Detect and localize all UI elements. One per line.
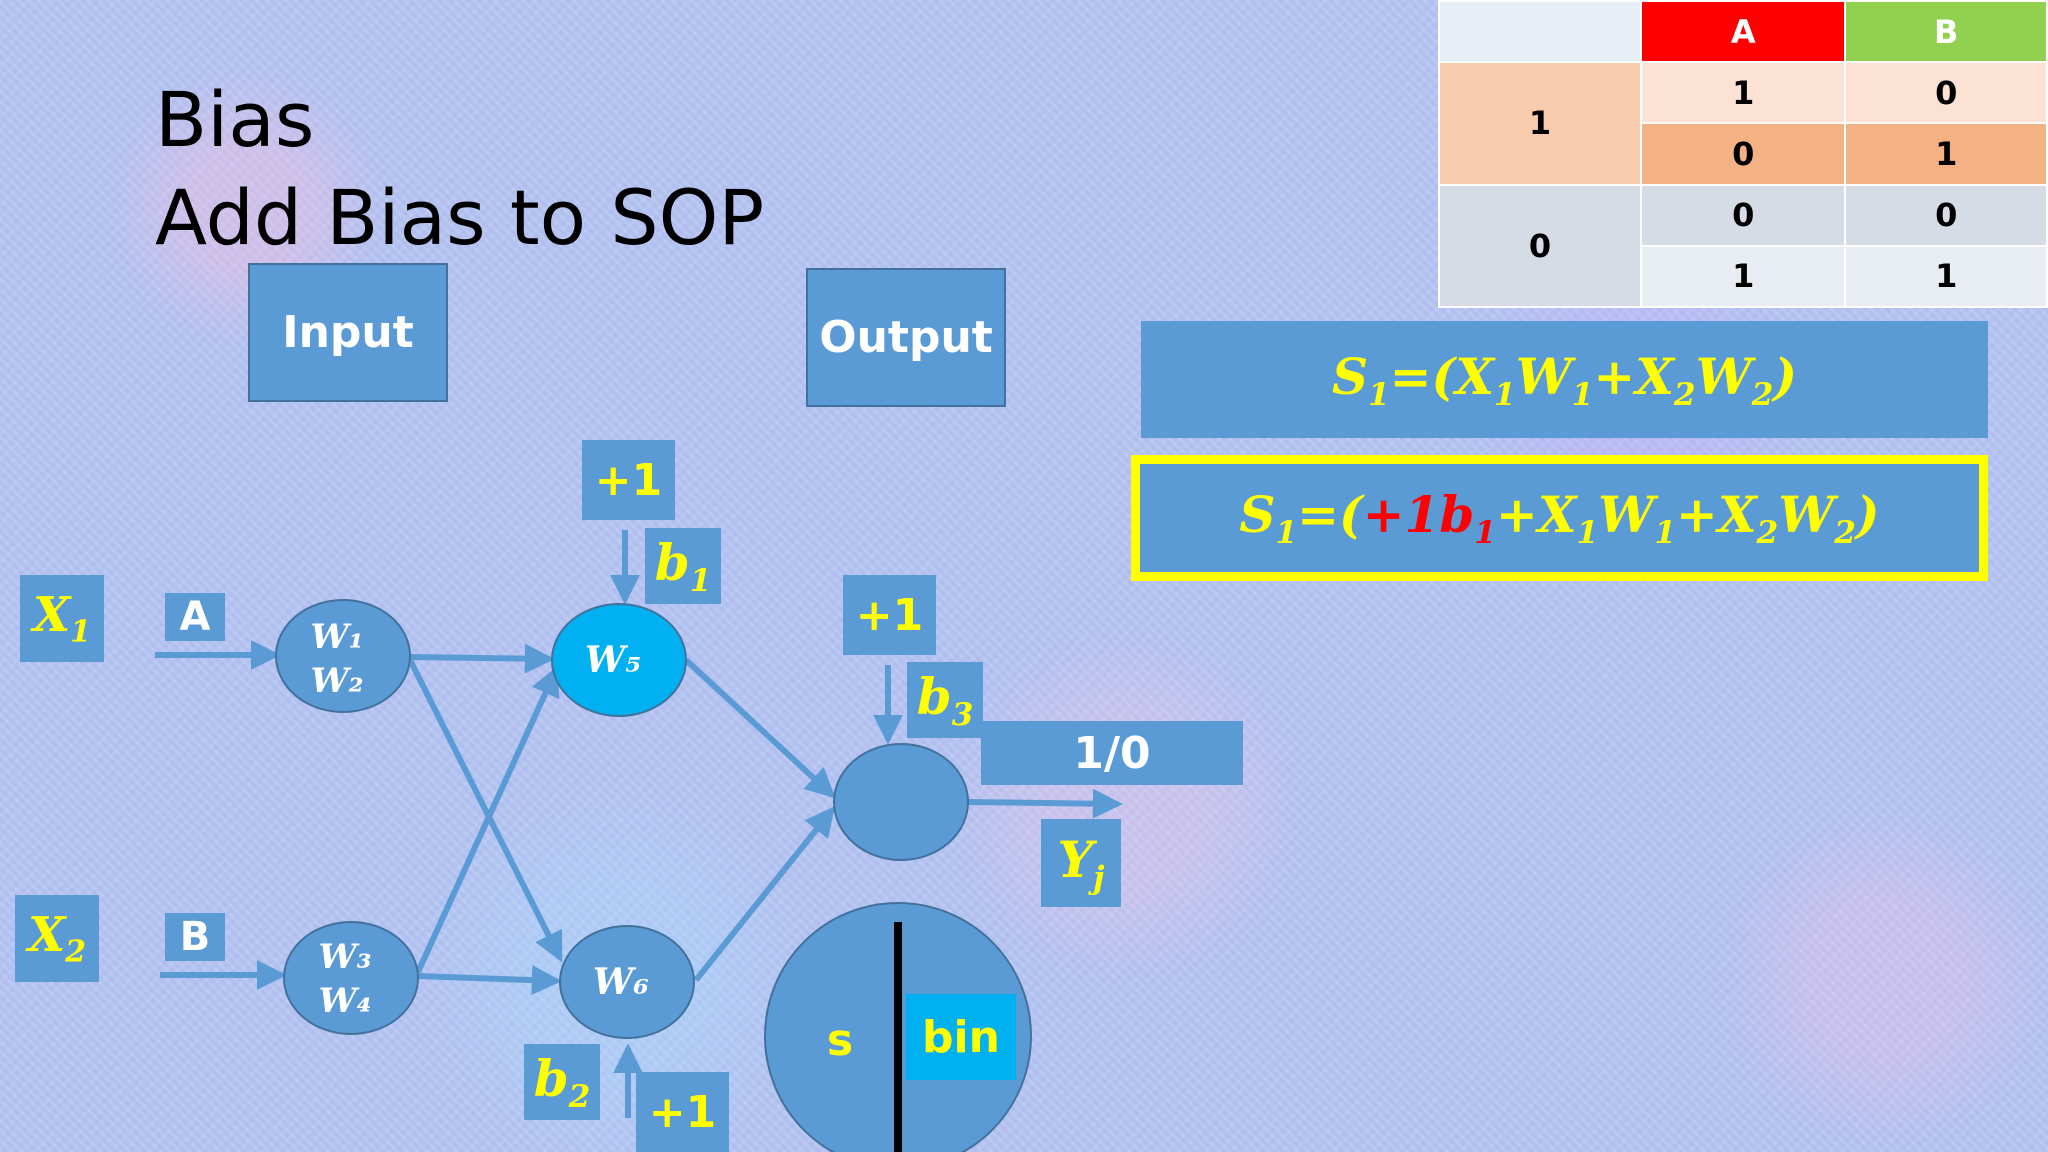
yj-block: Yj [1041,819,1121,907]
equation-1-box: S1=(X1W1+X2W2) [1141,321,1988,438]
output-neuron [833,743,969,861]
b3-block: b3 [907,662,983,738]
output-label: Output [819,312,993,363]
group-label-1: 1 [1438,61,1642,186]
bin-block: bin [906,994,1016,1080]
b-label: B [179,914,211,960]
x2-label: X2 [28,907,86,970]
equation-2-box: S1=(+1b1+X1W1+X2W2) [1131,455,1988,581]
truth-table: A B 1 1 0 0 1 0 0 0 1 1 [1438,0,2048,309]
table-header-row: A B [1438,0,2048,64]
equation-1: S1=(X1W1+X2W2) [1331,346,1798,413]
table-cell: 1 [1639,244,1847,309]
a-label: A [179,594,211,640]
table-cell: 1 [1844,122,2048,186]
arrow-n2-to-n6 [417,965,562,996]
neuron-1-bottom-label: W₂ [310,661,363,701]
arrow-out-to-yj [967,788,1123,819]
binary-output-block: 1/0 [981,721,1243,785]
neuron-1-top-label: W₁ [310,617,363,657]
table-row: 0 1 [1439,122,2048,186]
equation-2: S1=(+1b1+X1W1+X2W2) [1239,485,1880,551]
x2-block: X2 [15,895,99,982]
arrow-n5-to-out [683,657,836,799]
a-block: A [165,593,225,641]
bias-2-input-label: +1 [648,1086,717,1138]
table-cell: 0 [1844,183,2048,247]
group-label-0: 0 [1438,183,1642,309]
s-label: s [826,1015,854,1066]
bias-1-input-block: +1 [582,440,675,520]
bias-3-input-block: +1 [843,575,936,655]
table-cell: 1 [1844,244,2048,309]
neuron-6 [559,925,695,1039]
x1-label: X1 [33,587,91,650]
input-box: Input [248,263,448,402]
x1-block: X1 [20,575,104,662]
title-line-1: Bias [155,75,315,164]
table-cell: 0 [1844,61,2048,125]
neuron-1 [275,599,411,713]
arrow-n2-to-n5 [415,665,560,974]
arrow-n6-to-out [693,806,835,982]
neuron-2 [283,921,419,1035]
bin-label: bin [922,1011,1000,1063]
neuron-5-label: W₅ [585,639,641,681]
bias-1-input-label: +1 [594,454,663,506]
table-cell: 0 [1639,122,1847,186]
table-cell: 0 [1639,183,1847,247]
neuron-6-label: W₆ [593,961,649,1003]
bias-2-input-block: +1 [636,1072,729,1152]
table-corner-cell [1438,0,1642,64]
table-row: 1 1 0 [1438,61,2048,186]
b3-label: b3 [916,667,974,733]
yj-label: Yj [1057,830,1105,896]
b2-block: b2 [524,1044,600,1120]
table-cell: 1 [1639,61,1847,125]
bias-3-input-label: +1 [855,589,924,641]
b1-label: b1 [654,533,712,599]
neuron-2-top-label: W₃ [318,937,371,977]
arrow-n1-to-n6 [407,658,563,963]
title-line-2: Add Bias to SOP [155,173,765,262]
table-row: 0 0 0 [1438,183,2048,309]
b2-label: b2 [533,1049,591,1115]
arrow-n1-to-n5 [409,643,555,674]
neuron-2-bottom-label: W₄ [318,981,371,1021]
table-row: 1 1 [1439,244,2048,309]
input-label: Input [282,307,414,358]
output-box: Output [806,268,1006,407]
header-a: A [1639,0,1847,64]
neuron-5 [551,603,687,717]
header-b: B [1844,0,2048,64]
binary-output-label: 1/0 [1073,727,1151,779]
b1-block: b1 [645,528,721,604]
b-block: B [165,913,225,961]
